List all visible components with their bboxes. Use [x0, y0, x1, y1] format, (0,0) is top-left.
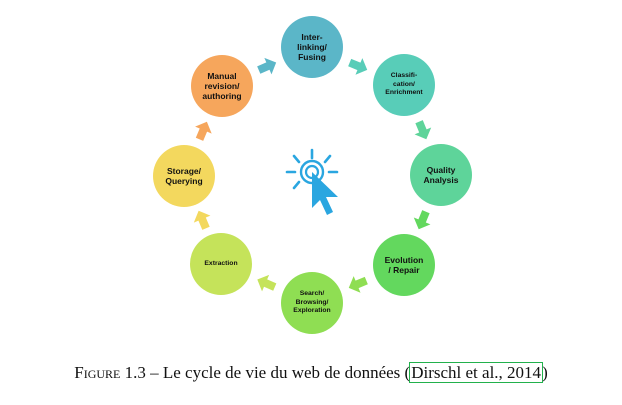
caption-text: – Le cycle de vie du web de données (: [145, 363, 411, 382]
cycle-arrow-icon: [414, 120, 432, 140]
figure-caption: Figure 1.3 – Le cycle de vie du web de d…: [0, 362, 622, 383]
node-interlinking-label: Inter- linking/ Fusing: [297, 32, 327, 62]
node-search-label: Search/ Browsing/ Exploration: [293, 290, 331, 315]
node-extraction-label: Extraction: [204, 259, 238, 267]
node-storage-label: Storage/ Querying: [165, 166, 203, 186]
cycle-arrow-icon: [348, 276, 368, 293]
cycle-arrow-icon: [348, 58, 368, 75]
cycle-arrow-icon: [257, 57, 277, 75]
citation-link[interactable]: Dirschl et al., 2014: [409, 362, 544, 383]
node-classification-label: Classifi- cation/ Enrichment: [385, 72, 423, 97]
node-search: Search/ Browsing/ Exploration: [281, 272, 343, 334]
caption-suffix: ): [542, 363, 548, 382]
node-quality-label: Quality Analysis: [423, 165, 459, 185]
node-interlinking: Inter- linking/ Fusing: [281, 16, 343, 78]
node-classification: Classifi- cation/ Enrichment: [373, 54, 435, 116]
cursor-click-icon: [285, 148, 339, 215]
node-evolution-label: Evolution / Repair: [384, 255, 424, 275]
node-evolution: Evolution / Repair: [373, 234, 435, 296]
cycle-arrow-icon: [257, 274, 277, 292]
node-extraction: Extraction: [190, 233, 252, 295]
node-manual-label: Manual revision/ authoring: [202, 71, 242, 101]
figure-number: Figure 1.3: [74, 363, 146, 382]
node-quality: Quality Analysis: [410, 144, 472, 206]
node-manual: Manual revision/ authoring: [191, 55, 253, 117]
cycle-arrow-icon: [195, 121, 212, 141]
cycle-arrow-icon: [413, 210, 431, 230]
cycle-arrow-icon: [193, 210, 211, 230]
node-storage: Storage/ Querying: [153, 145, 215, 207]
